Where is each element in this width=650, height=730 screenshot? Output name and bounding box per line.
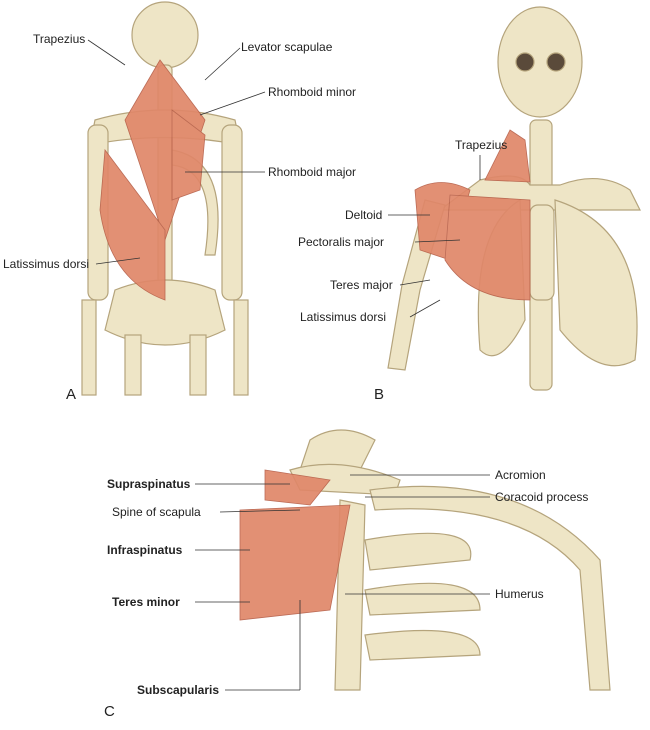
- muscle-c-infraspinatus: [239, 504, 351, 621]
- figure-c-skeleton: [289, 429, 611, 691]
- muscle-b-trapezius: [484, 129, 531, 183]
- panel-letter-b: B: [374, 386, 385, 403]
- label-a-rhomboid-major: Rhomboid major: [268, 165, 357, 179]
- leader-lines: [87, 39, 490, 691]
- label-c-subscapularis: Subscapularis: [137, 683, 220, 697]
- label-a-levator-scapulae: Levator scapulae: [241, 40, 333, 54]
- label-b-teres-major: Teres major: [330, 278, 393, 292]
- muscle-a-rhomboid: [171, 109, 206, 201]
- label-a-trapezius: Trapezius: [33, 32, 86, 46]
- label-b-trapezius: Trapezius: [455, 138, 508, 152]
- panel-letter-c: C: [104, 703, 115, 720]
- label-c-spine-of-scapula: Spine of scapula: [112, 505, 201, 519]
- label-b-deltoid: Deltoid: [345, 208, 383, 222]
- muscle-a-latissimus: [99, 148, 166, 301]
- label-c-coracoid-process: Coracoid process: [495, 490, 589, 504]
- label-b-latissimus-dorsi: Latissimus dorsi: [300, 310, 387, 324]
- label-c-teres-minor: Teres minor: [112, 595, 180, 609]
- label-c-humerus: Humerus: [495, 587, 544, 601]
- label-b-pectoralis-major: Pectoralis major: [298, 235, 385, 249]
- muscle-c-supraspinatus: [264, 469, 331, 506]
- label-a-latissimus-dorsi: Latissimus dorsi: [3, 257, 90, 271]
- panel-letter-a: A: [66, 386, 77, 403]
- label-a-rhomboid-minor: Rhomboid minor: [268, 85, 357, 99]
- label-c-supraspinatus: Supraspinatus: [107, 477, 191, 491]
- label-c-acromion: Acromion: [495, 468, 546, 482]
- label-c-infraspinatus: Infraspinatus: [107, 543, 183, 557]
- muscle-b-pectoralis: [444, 194, 531, 301]
